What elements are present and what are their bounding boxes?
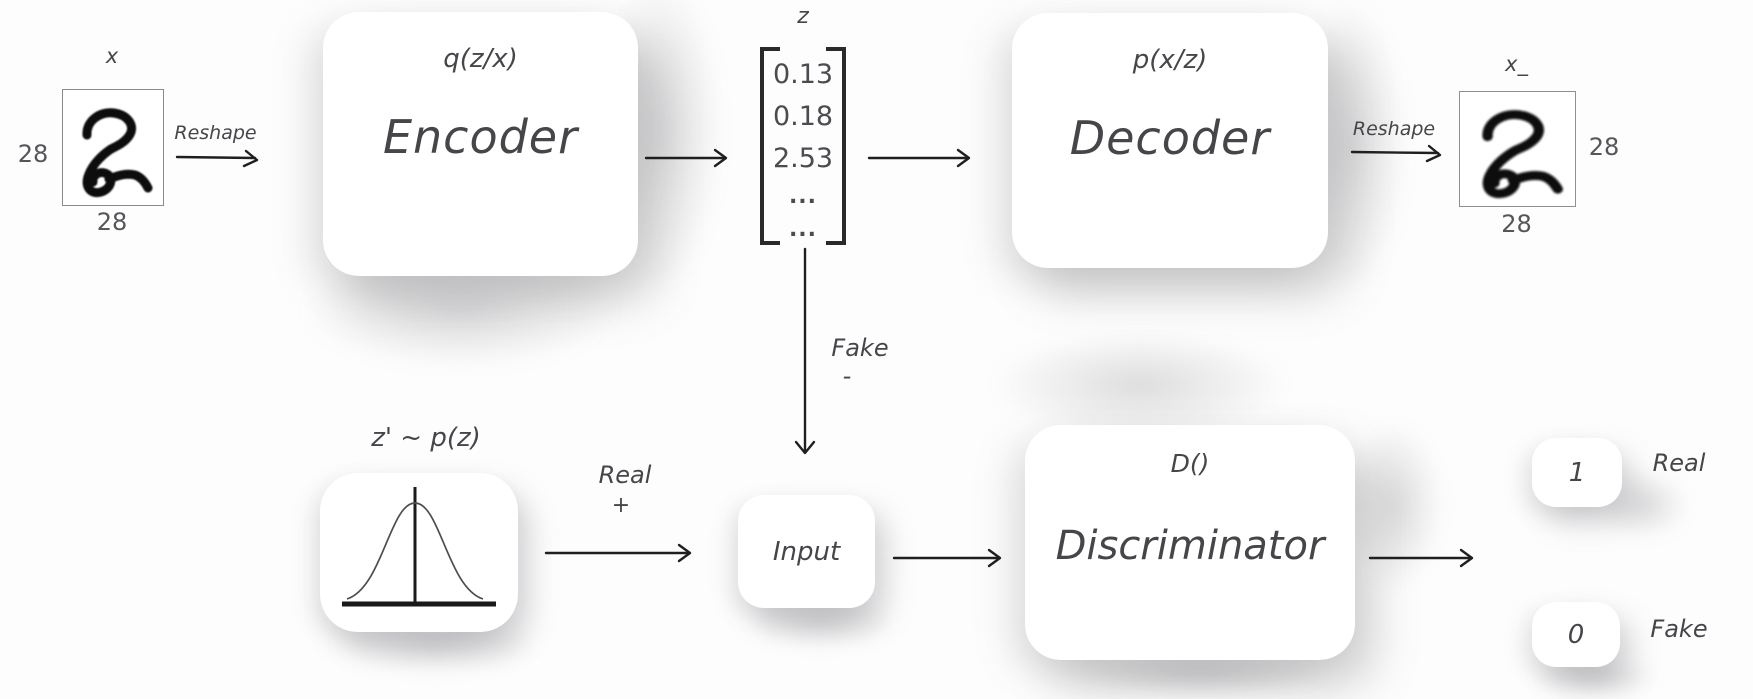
input-digit-image	[62, 89, 164, 206]
input-label: Input	[772, 536, 841, 567]
real-branch-sign: +	[611, 493, 631, 518]
output-fake-card: 0	[1532, 602, 1620, 667]
decoder-name: Decoder	[1069, 111, 1271, 165]
encoder-formula: q(z/x)	[443, 44, 518, 74]
latent-vector-brackets	[760, 47, 846, 245]
discriminator-formula: D()	[1170, 449, 1210, 478]
x-label: x	[105, 44, 119, 68]
prior-to-input-arrow	[544, 543, 692, 563]
discriminator-output-arrow	[1368, 548, 1474, 568]
x-side-dim: 28	[17, 140, 49, 168]
discriminator-card: D() Discriminator	[1025, 425, 1355, 660]
encoder-card: q(z/x) Encoder	[323, 12, 638, 276]
discriminator-name: Discriminator	[1055, 523, 1325, 569]
x-recon-bottom-dim: 28	[1501, 210, 1532, 238]
real-branch-label: Real	[598, 461, 652, 489]
latent-to-decoder-arrow	[867, 148, 971, 168]
latent-value: 0.18	[772, 101, 834, 132]
mnist-digit-2	[82, 108, 153, 198]
z-label: z	[797, 4, 809, 29]
x-bottom-dim: 28	[96, 208, 128, 236]
decoder-formula: p(x/z)	[1132, 45, 1208, 75]
gaussian-curve	[342, 487, 496, 607]
reshape-left-label: Reshape	[174, 122, 257, 144]
encoder-name: Encoder	[382, 110, 579, 164]
output-real-value: 1	[1568, 457, 1586, 488]
decoder-card: p(x/z) Decoder	[1012, 13, 1328, 268]
fake-branch-sign: -	[842, 362, 852, 390]
mnist-digit-2	[1482, 110, 1563, 199]
output-fake-value: 0	[1567, 619, 1585, 650]
encoder-to-latent-arrow	[644, 148, 728, 168]
fake-branch-label: Fake	[831, 334, 889, 362]
output-fake-label: Fake	[1650, 615, 1708, 643]
input-card: Input	[738, 495, 875, 608]
latent-value-ellipsis: ...	[788, 184, 818, 209]
shadow-blob	[1345, 420, 1445, 590]
input-to-discriminator-arrow	[892, 548, 1002, 568]
x-recon-label: x_	[1505, 52, 1528, 76]
output-real-label: Real	[1652, 449, 1706, 477]
latent-vector: 0.13 0.18 2.53 ... ...	[753, 54, 853, 246]
latent-value: 2.53	[772, 143, 834, 174]
output-real-card: 1	[1532, 438, 1622, 507]
latent-to-input-arrow	[794, 247, 816, 455]
prior-label: z' ~ p(z)	[371, 423, 481, 453]
latent-value-ellipsis: ...	[788, 217, 818, 242]
x-recon-side-dim: 28	[1588, 133, 1620, 161]
prior-card	[320, 473, 518, 632]
output-digit-image	[1459, 91, 1576, 207]
reshape-right-arrow	[1350, 144, 1442, 163]
reshape-left-arrow	[175, 149, 259, 168]
reshape-right-label: Reshape	[1352, 118, 1436, 140]
latent-value: 0.13	[772, 59, 834, 90]
shadow-blob	[990, 330, 1290, 440]
